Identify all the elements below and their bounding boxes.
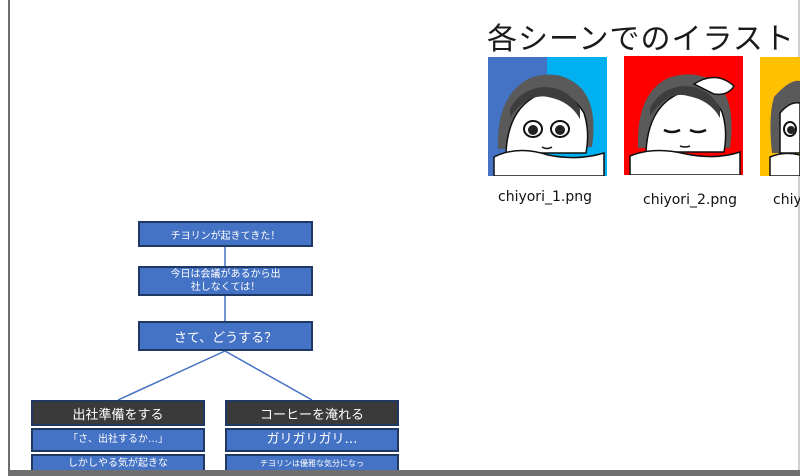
flow-node-wake[interactable]: チヨリンが起きてきた！ [138,221,313,247]
choice-right-line-1[interactable]: ガリガリガリ… [225,428,399,452]
girl-sleepy-face-icon [629,74,741,175]
choice-header-go-to-work[interactable]: 出社準備をする [31,400,205,426]
flow-node-question-text: さて、どうする？ [173,330,278,346]
illustration-caption-2: chiyori_2.png [643,192,737,208]
choice-header-make-coffee-text: コーヒーを淹れる [259,407,364,423]
girl-face-icon [493,74,605,176]
slide-bottom-border [8,470,800,476]
slide-title: 各シーンでのイラスト [487,22,795,57]
flow-node-meeting-text: 今日は会議があるから出 社しなくては！ [171,268,281,294]
flow-node-meeting-line2: 社しなくては！ [190,282,261,293]
slide-right-border [798,0,800,476]
illustration-chiyori-2[interactable] [624,56,743,175]
choice-header-make-coffee[interactable]: コーヒーを淹れる [225,400,399,426]
illustration-caption-3: chiy [773,192,800,208]
choice-left-line-1[interactable]: 「さ、出社するか…」 [31,428,205,452]
choice-header-go-to-work-text: 出社準備をする [72,407,164,423]
flow-node-meeting-line1: 今日は会議があるから出 [170,269,281,280]
illustration-chiyori-1[interactable] [488,57,607,176]
flow-node-meeting[interactable]: 今日は会議があるから出 社しなくては！ [138,266,313,296]
illustration-chiyori-3[interactable] [760,57,800,176]
slide-left-border [8,0,10,476]
connector-question-left [117,350,226,401]
flow-node-question[interactable]: さて、どうする？ [138,321,313,351]
connector-question-right [224,350,313,401]
illustration-caption-1: chiyori_1.png [498,189,592,205]
flow-node-wake-text: チヨリンが起きてきた！ [170,230,281,242]
